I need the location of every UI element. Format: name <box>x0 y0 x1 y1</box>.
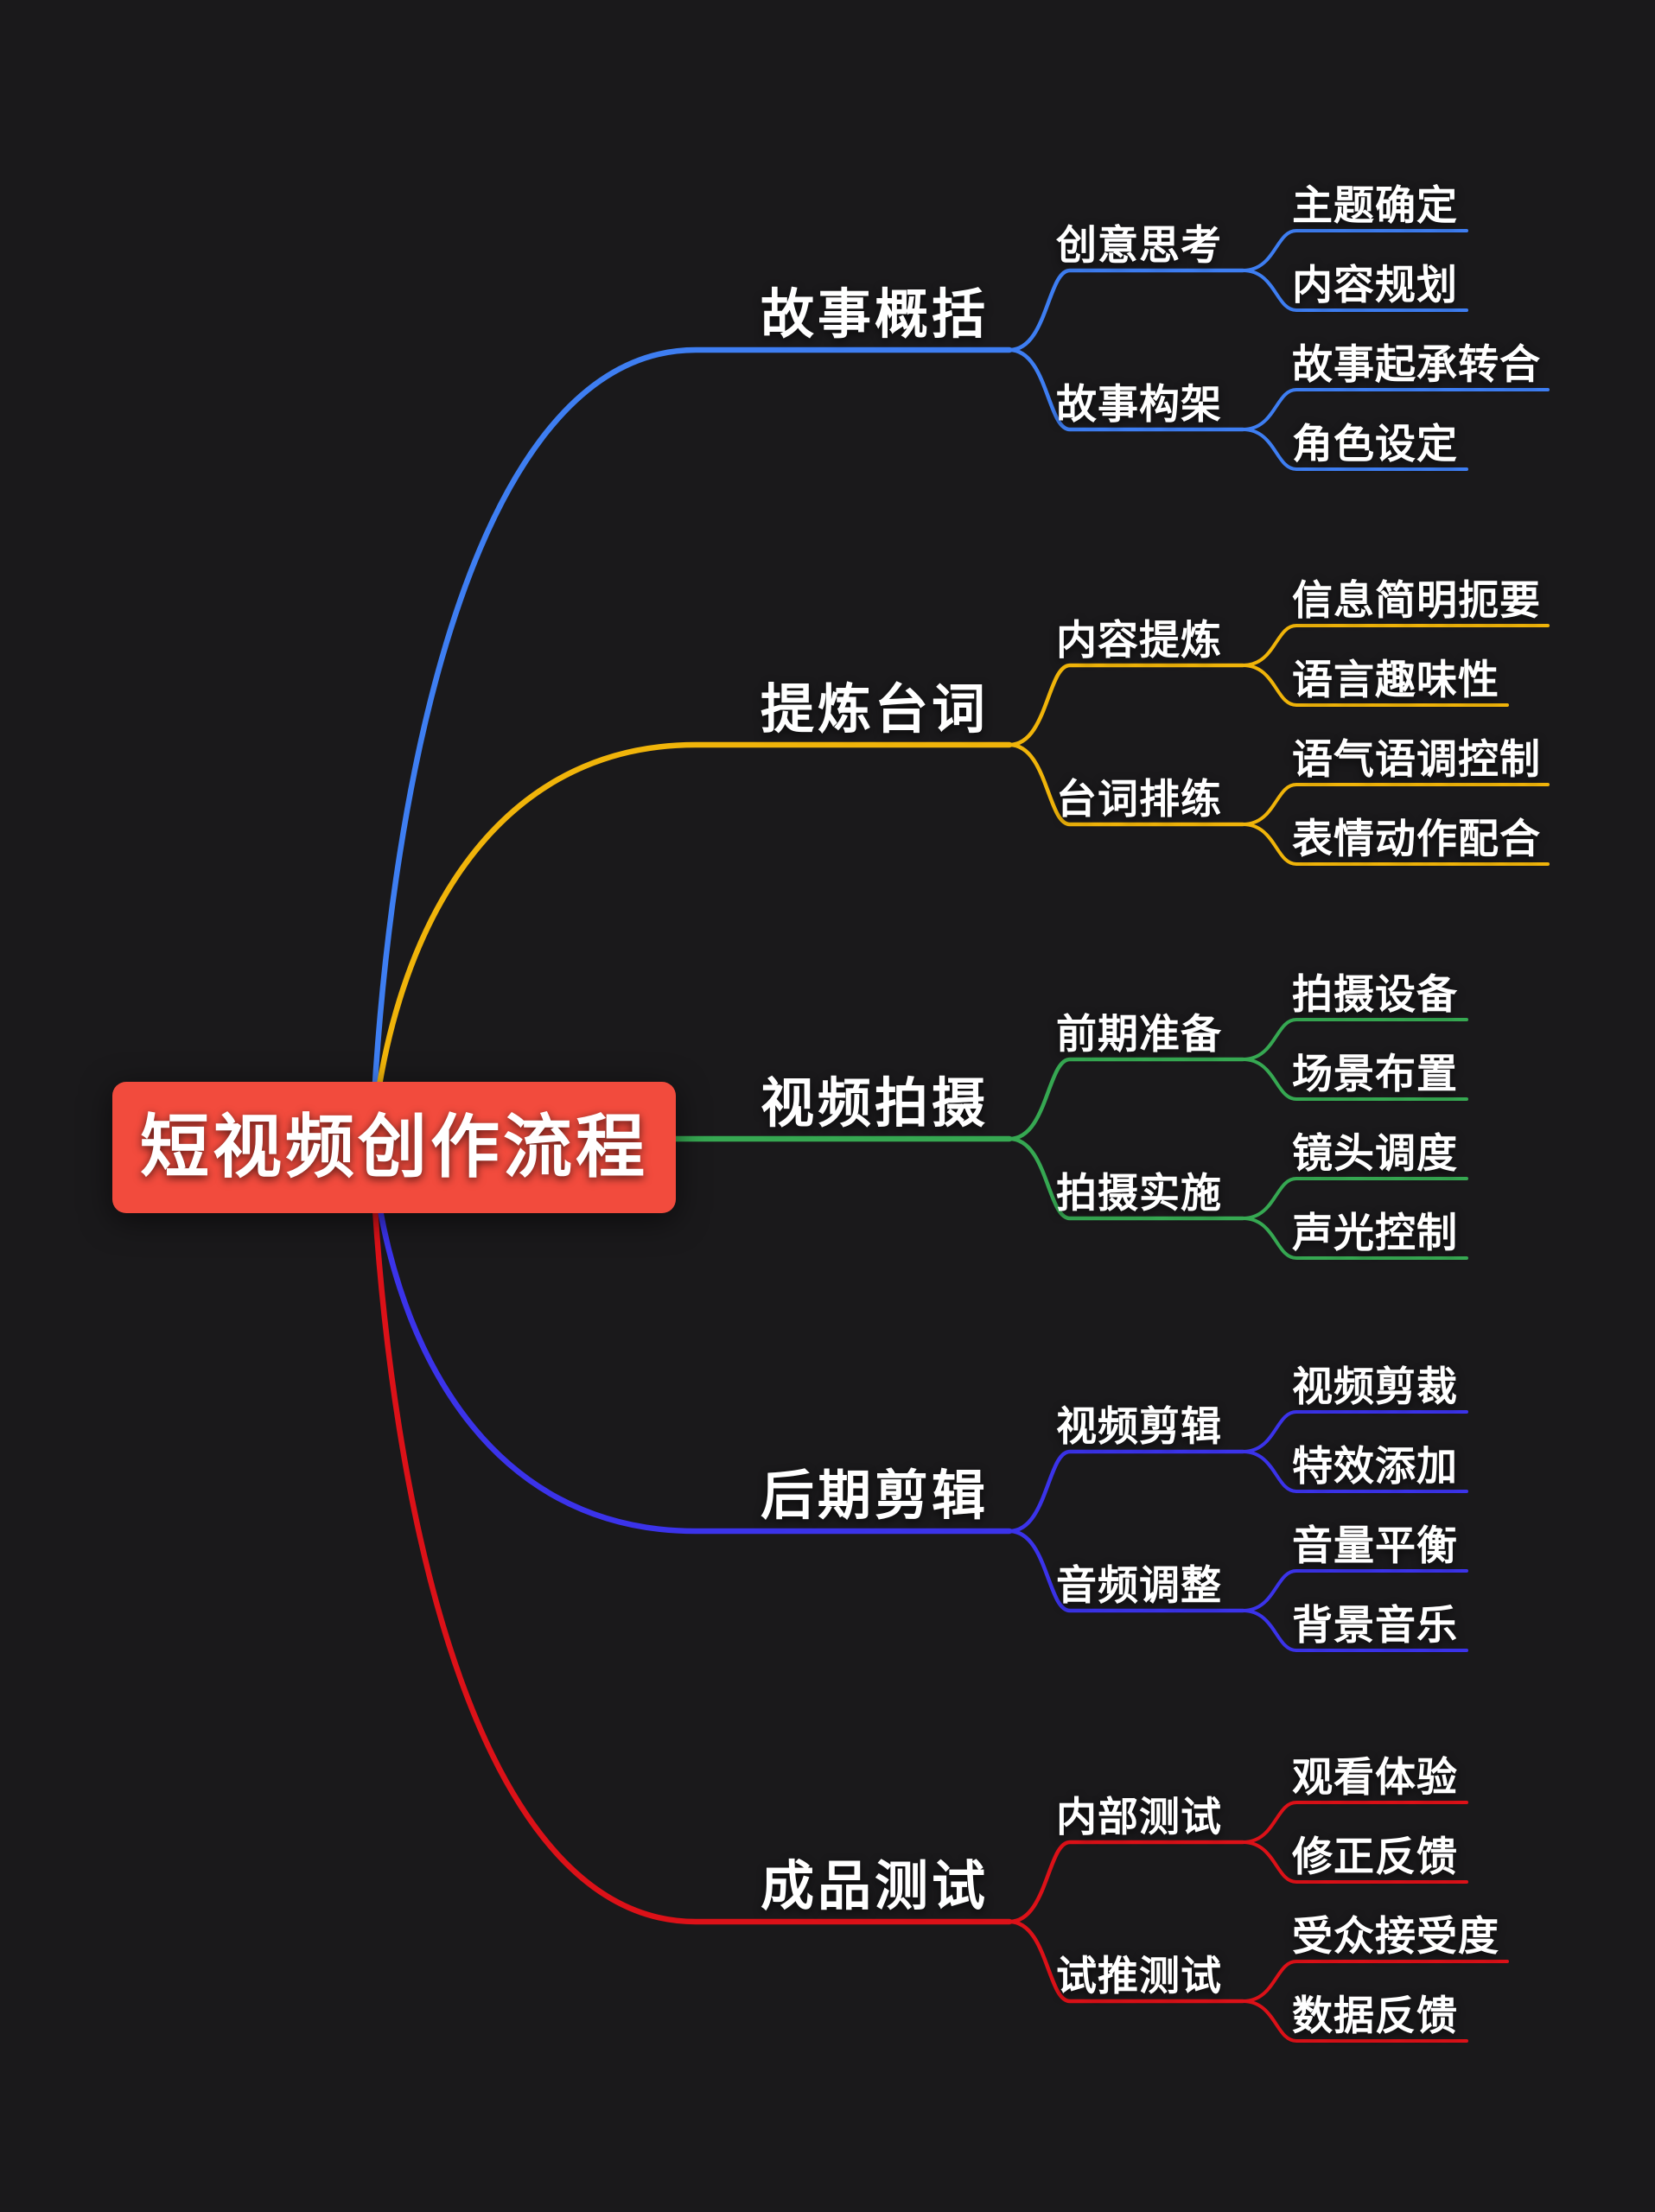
branch-1-sub-1-leaf-0-topic[interactable]: 语气语调控制 <box>1292 736 1541 782</box>
branch-0-sub-0-connector <box>1007 268 1245 353</box>
branch-2-sub-1-topic[interactable]: 拍摄实施 <box>1056 1170 1222 1216</box>
branch-3-connector <box>368 1143 1013 1535</box>
branch-0-sub-0-leaf-0-topic[interactable]: 主题确定 <box>1292 182 1458 228</box>
branch-2-topic[interactable]: 视频拍摄 <box>761 1074 989 1134</box>
branch-4-sub-1-leaf-0-topic[interactable]: 受众接受度 <box>1292 1913 1499 1959</box>
branch-1-connector <box>368 741 1013 1150</box>
branch-0-connector <box>368 346 1013 1150</box>
branch-3-sub-1-leaf-1-topic[interactable]: 背景音乐 <box>1292 1602 1458 1648</box>
branch-0-sub-0-topic[interactable]: 创意思考 <box>1056 222 1222 268</box>
branch-1-topic[interactable]: 提炼台词 <box>761 680 989 740</box>
branch-4-sub-0-leaf-1-topic[interactable]: 修正反馈 <box>1292 1834 1458 1879</box>
branch-0-topic[interactable]: 故事概括 <box>761 285 989 345</box>
branch-3-sub-0-leaf-0-connector <box>1241 1410 1468 1453</box>
branch-4-sub-0-topic[interactable]: 内部测试 <box>1056 1794 1222 1840</box>
branch-0-sub-0-leaf-1-topic[interactable]: 内容规划 <box>1292 262 1458 308</box>
branch-4-sub-0-leaf-1-connector <box>1241 1840 1468 1884</box>
branch-3-sub-0-leaf-1-connector <box>1241 1450 1468 1493</box>
branch-1-sub-1-connector <box>1007 742 1245 827</box>
branch-1-sub-0-leaf-0-topic[interactable]: 信息简明扼要 <box>1292 577 1541 623</box>
branch-2-sub-1-leaf-0-connector <box>1241 1177 1468 1220</box>
branch-3-sub-0-leaf-1-topic[interactable]: 特效添加 <box>1292 1443 1458 1489</box>
branch-2-sub-0-connector <box>1007 1057 1245 1141</box>
branch-1-sub-0-leaf-1-connector <box>1241 664 1509 707</box>
branch-4-topic[interactable]: 成品测试 <box>761 1857 989 1916</box>
branch-1-sub-1-leaf-1-connector <box>1241 823 1550 866</box>
branch-2-sub-0-leaf-1-topic[interactable]: 场景布置 <box>1292 1051 1458 1096</box>
branch-1-sub-1-leaf-1-topic[interactable]: 表情动作配合 <box>1292 816 1541 861</box>
branch-2-sub-1-leaf-1-connector <box>1241 1217 1468 1260</box>
branch-4-sub-1-leaf-0-connector <box>1241 1960 1509 2003</box>
branch-3-sub-0-topic[interactable]: 视频剪辑 <box>1056 1403 1222 1449</box>
branch-3-sub-1-topic[interactable]: 音频调整 <box>1056 1562 1222 1608</box>
branch-1-sub-0-connector <box>1007 663 1245 747</box>
branch-0-sub-1-leaf-0-topic[interactable]: 故事起承转合 <box>1292 341 1541 387</box>
branch-4-connector <box>368 1143 1013 1925</box>
branch-4-sub-1-leaf-1-topic[interactable]: 数据反馈 <box>1292 1993 1458 2038</box>
branch-1-sub-1-topic[interactable]: 台词排练 <box>1056 776 1222 822</box>
branch-0-sub-1-leaf-1-connector <box>1241 428 1468 471</box>
branch-2-sub-0-leaf-0-topic[interactable]: 拍摄设备 <box>1292 971 1458 1017</box>
branch-0-sub-0-leaf-0-connector <box>1241 229 1468 272</box>
branch-1-sub-0-topic[interactable]: 内容提炼 <box>1056 617 1222 663</box>
branch-0-sub-1-topic[interactable]: 故事构架 <box>1056 381 1222 427</box>
branch-2-sub-0-leaf-1-connector <box>1241 1058 1468 1101</box>
branch-3-sub-1-leaf-0-topic[interactable]: 音量平衡 <box>1292 1522 1458 1568</box>
branch-1-sub-0-leaf-0-connector <box>1241 624 1550 667</box>
branch-2-sub-1-leaf-1-topic[interactable]: 声光控制 <box>1292 1210 1458 1255</box>
branch-3-sub-1-connector <box>1007 1529 1245 1613</box>
branch-3-sub-0-connector <box>1007 1449 1245 1534</box>
branch-2-sub-0-leaf-0-connector <box>1241 1018 1468 1061</box>
branch-4-sub-1-leaf-1-connector <box>1241 1999 1468 2043</box>
central-topic-box[interactable] <box>112 1082 676 1213</box>
branch-3-sub-1-leaf-1-connector <box>1241 1609 1468 1652</box>
branch-3-sub-0-leaf-0-topic[interactable]: 视频剪裁 <box>1292 1363 1458 1409</box>
central-topic[interactable]: 短视频创作流程 <box>140 1109 648 1185</box>
branch-4-sub-0-connector <box>1007 1840 1245 1924</box>
branch-3-topic[interactable]: 后期剪辑 <box>761 1466 989 1526</box>
branch-0-sub-1-leaf-1-topic[interactable]: 角色设定 <box>1292 421 1458 467</box>
branch-4-sub-1-connector <box>1007 1919 1245 2004</box>
branch-0-sub-1-connector <box>1007 347 1245 432</box>
branch-0-sub-0-leaf-1-connector <box>1241 269 1468 312</box>
branch-0-sub-1-leaf-0-connector <box>1241 388 1550 431</box>
branch-2-sub-1-connector <box>1007 1136 1245 1221</box>
branch-4-sub-1-topic[interactable]: 试推测试 <box>1056 1953 1222 1999</box>
branch-1-sub-0-leaf-1-topic[interactable]: 语言趣味性 <box>1292 657 1499 702</box>
branch-4-sub-0-leaf-0-topic[interactable]: 观看体验 <box>1292 1754 1458 1800</box>
branch-2-sub-1-leaf-0-topic[interactable]: 镜头调度 <box>1292 1130 1458 1176</box>
branch-4-sub-0-leaf-0-connector <box>1241 1801 1468 1844</box>
branch-3-sub-1-leaf-0-connector <box>1241 1569 1468 1612</box>
branch-1-sub-1-leaf-0-connector <box>1241 783 1550 826</box>
branch-2-sub-0-topic[interactable]: 前期准备 <box>1056 1011 1222 1057</box>
